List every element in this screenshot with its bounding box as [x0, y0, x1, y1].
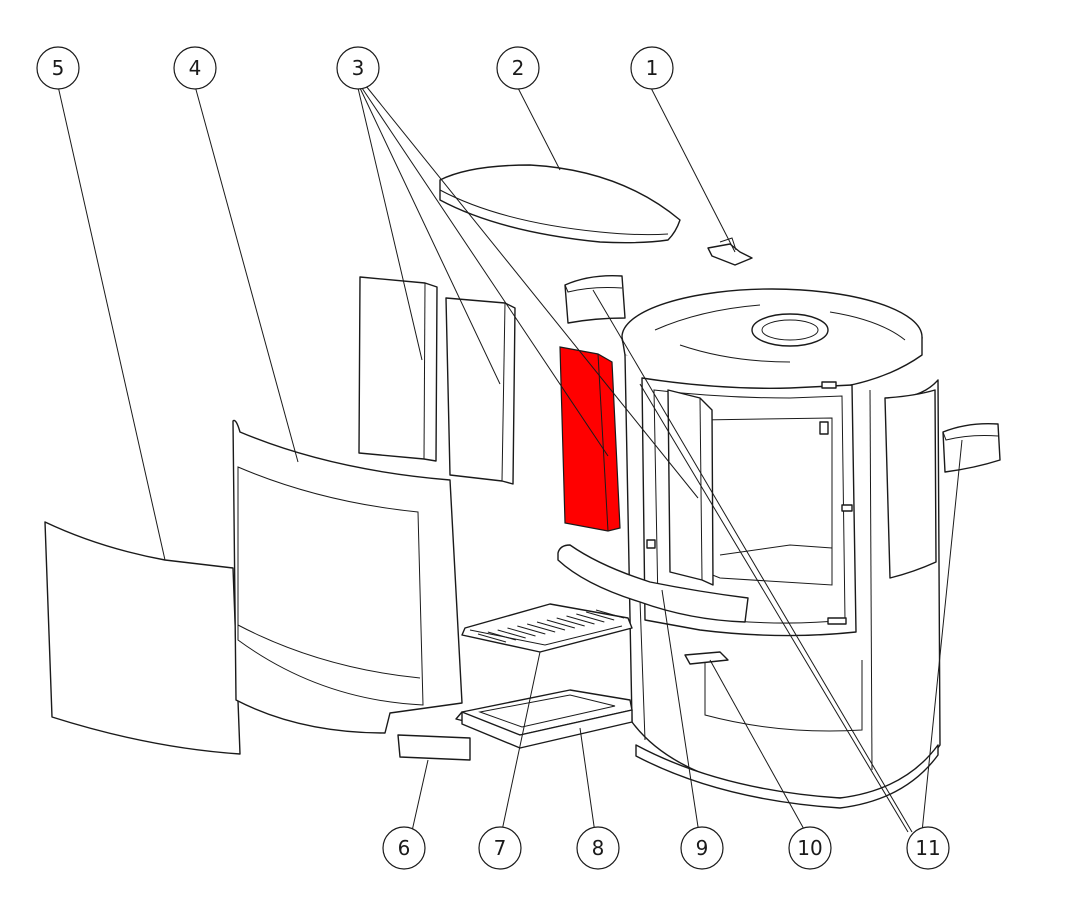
callout-label-10: 10 — [797, 836, 822, 860]
callout-8: 8 — [576, 826, 620, 870]
part-4-side-cover — [232, 419, 463, 734]
grate-bar — [517, 625, 546, 635]
grate-bar — [566, 615, 595, 625]
part-11-deflector-right — [942, 422, 1001, 473]
callout-label-7: 7 — [494, 836, 507, 860]
part-9-front-trim — [557, 544, 749, 623]
part-3-liner-panel-middle — [445, 297, 516, 485]
callout-label-2: 2 — [512, 56, 525, 80]
callout-7: 7 — [478, 826, 522, 870]
callout-4: 4 — [173, 46, 217, 90]
part-10-handle — [684, 651, 729, 665]
part-5-outer-side-panel — [44, 521, 241, 755]
grate-bar — [546, 619, 575, 629]
grate-bar — [487, 631, 516, 641]
part-3-liner-panel-highlighted — [559, 346, 621, 532]
grate-bar — [477, 633, 507, 643]
grate-bar — [497, 629, 526, 639]
grate-bar — [556, 617, 585, 627]
stove-body — [621, 288, 941, 809]
callout-label-11: 11 — [915, 836, 940, 860]
callout-label-8: 8 — [592, 836, 605, 860]
part-7-grate — [461, 603, 633, 653]
callout-6: 6 — [382, 826, 426, 870]
callout-label-5: 5 — [52, 56, 65, 80]
grate-bar — [536, 621, 566, 631]
part-1-bracket — [707, 237, 753, 266]
grate-bar — [507, 627, 536, 637]
callout-11: 11 — [906, 826, 950, 870]
grate-bar — [527, 623, 556, 633]
part-3-liner-panel-left — [358, 276, 438, 462]
callout-1: 1 — [630, 46, 674, 90]
part-11-deflector-upper — [564, 275, 626, 324]
grate-bar — [576, 613, 605, 623]
grate-bar — [586, 611, 615, 621]
part-6-block — [397, 734, 471, 761]
callout-label-4: 4 — [189, 56, 202, 80]
callout-10: 10 — [788, 826, 832, 870]
part-2-top-plate — [439, 164, 681, 244]
callout-2: 2 — [496, 46, 540, 90]
callout-label-6: 6 — [398, 836, 411, 860]
callout-5: 5 — [36, 46, 80, 90]
grate-bar — [595, 609, 625, 619]
leader-lines — [57, 85, 963, 841]
callout-3: 3 — [336, 46, 380, 90]
callout-9: 9 — [680, 826, 724, 870]
callout-label-3: 3 — [352, 56, 365, 80]
callout-label-9: 9 — [696, 836, 709, 860]
callout-label-1: 1 — [646, 56, 659, 80]
part-8-ash-pan — [455, 689, 633, 749]
